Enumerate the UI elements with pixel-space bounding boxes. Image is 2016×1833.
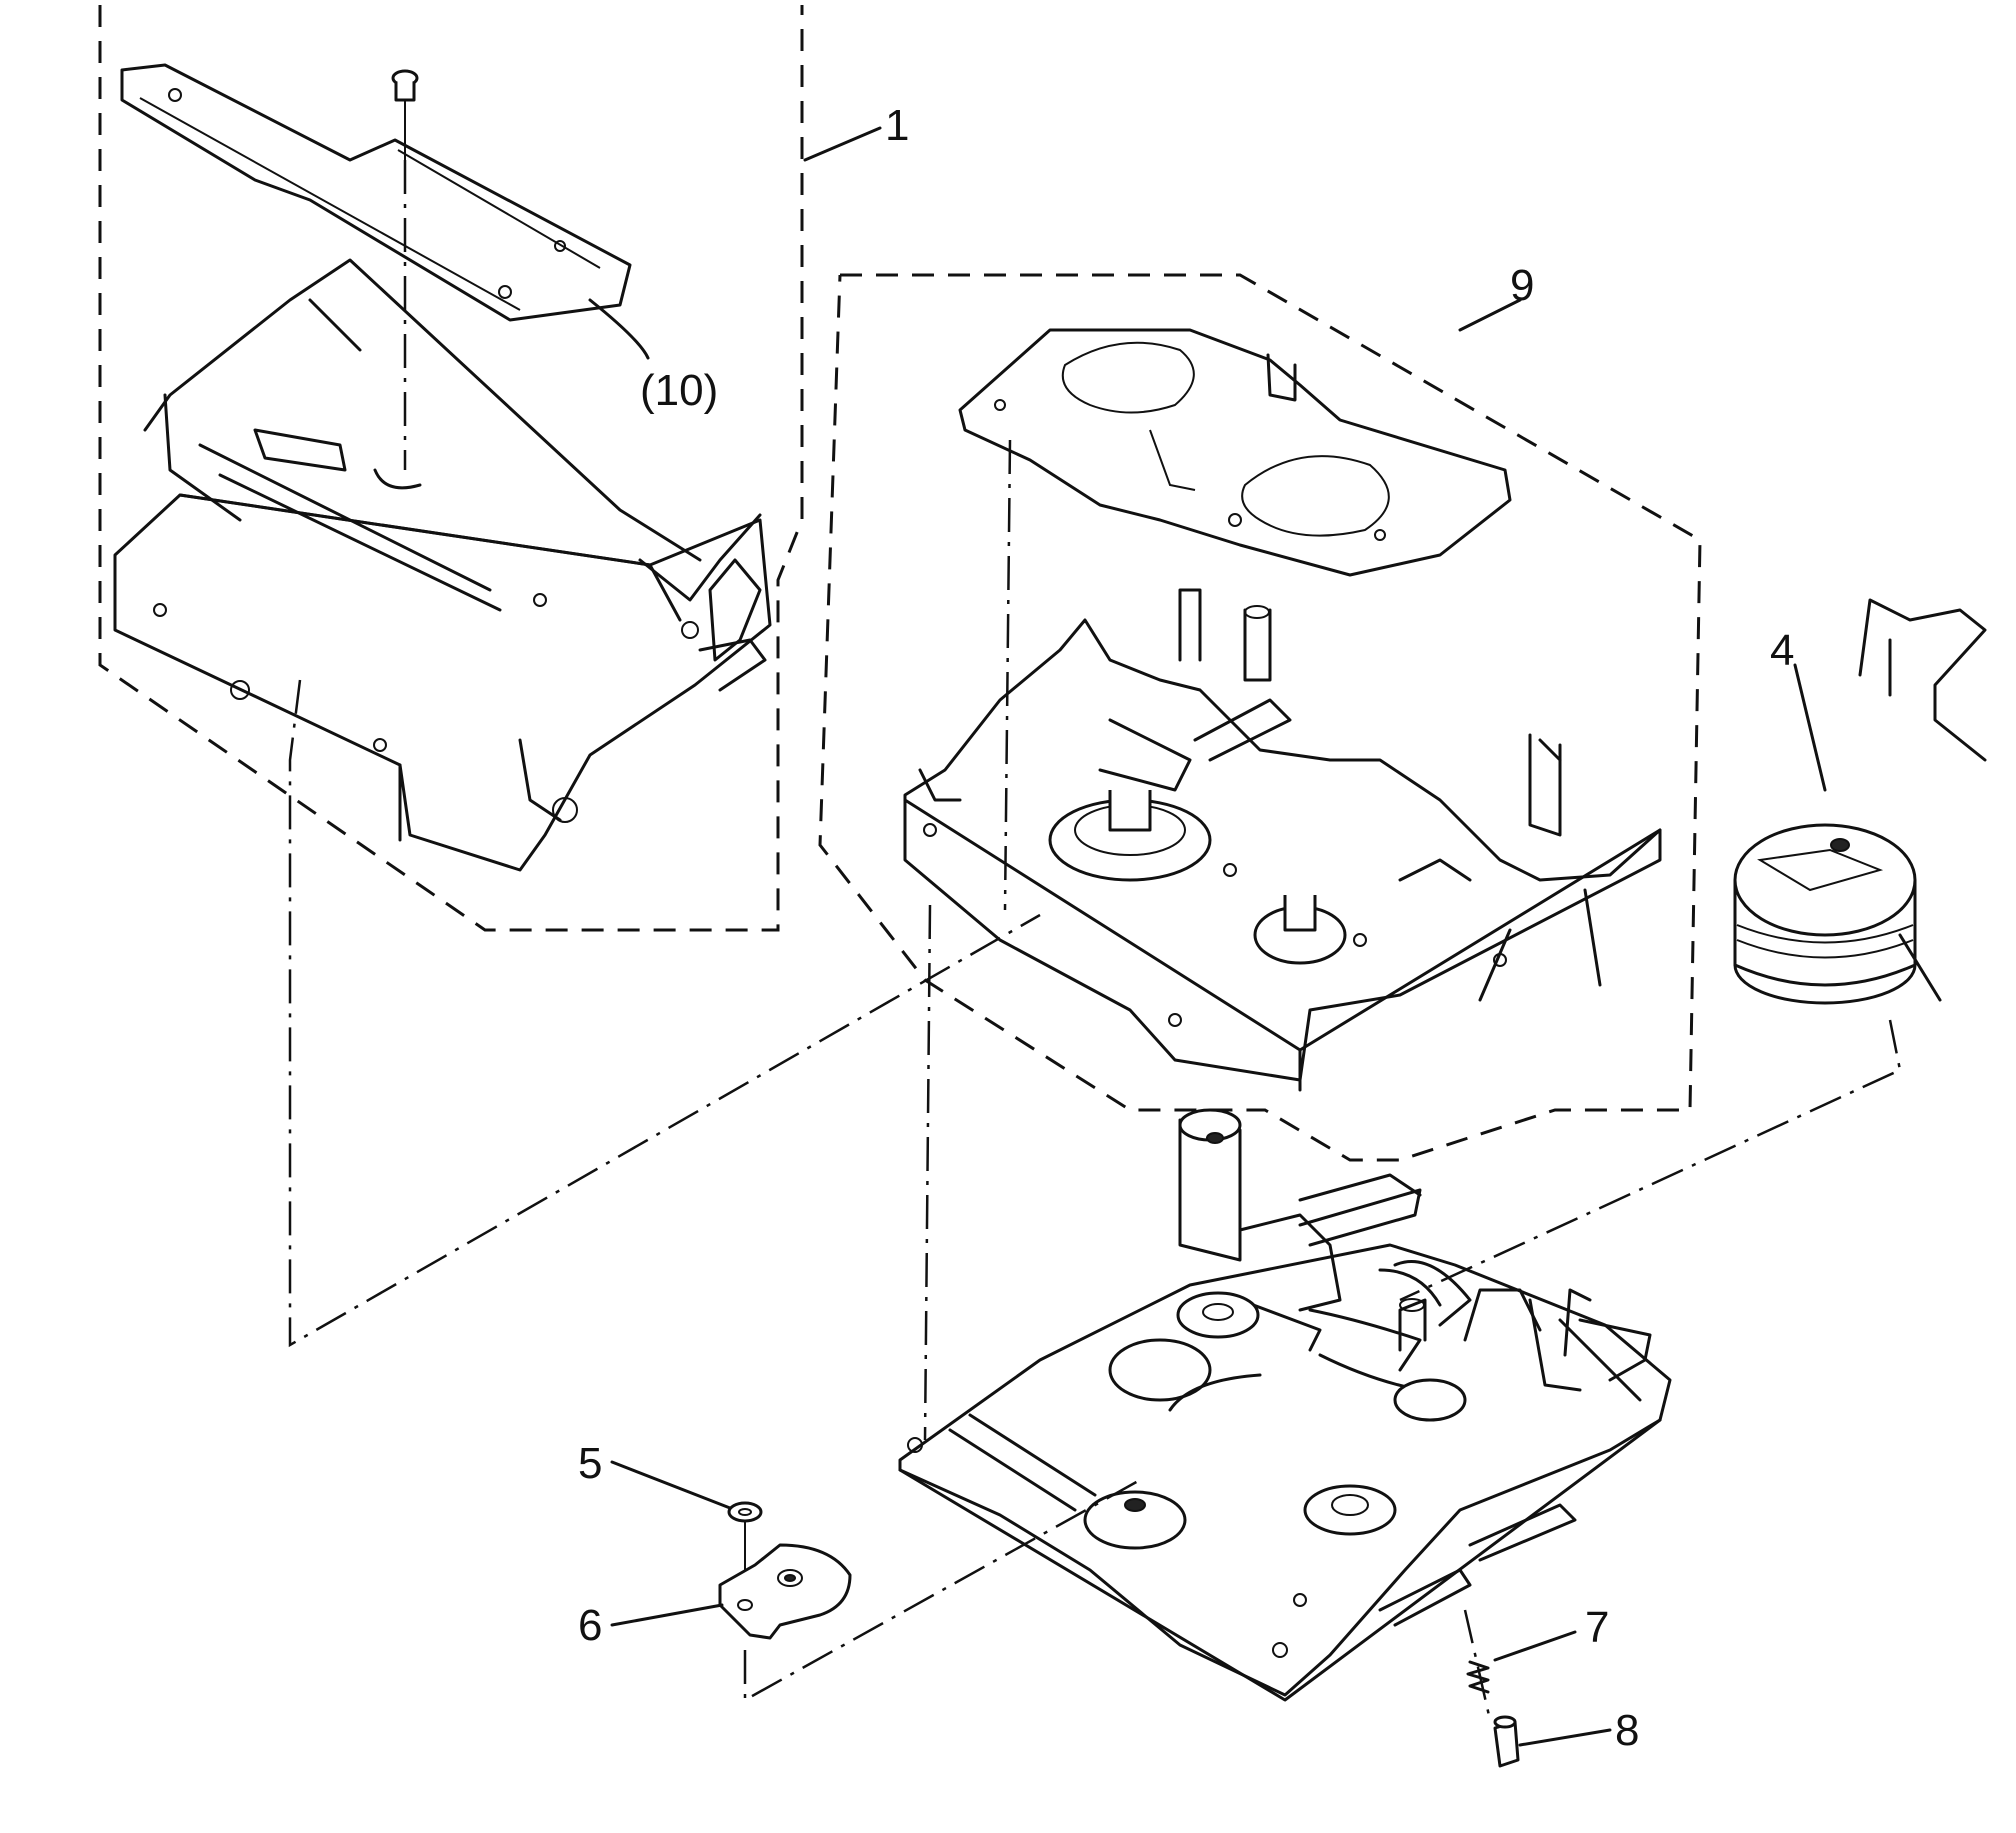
- cassette-holder-body: [113, 258, 772, 872]
- washer-part-5: [727, 1501, 763, 1590]
- drum-part-4: [1733, 598, 1987, 1005]
- leader-lines: [588, 126, 1827, 1747]
- assembly-1-boundary: [98, 5, 804, 932]
- assembly-9-boundary: [818, 273, 1702, 1162]
- screw-part-8: [1493, 1715, 1520, 1768]
- callout-1: 1: [885, 101, 909, 150]
- assembly-9-top-plate: [958, 328, 1512, 577]
- assembly-guide-lines: [288, 439, 1902, 1721]
- callout-7: 7: [1585, 1603, 1609, 1652]
- callout-6: 6: [578, 1601, 602, 1650]
- callout-8: 8: [1615, 1706, 1639, 1755]
- callout-5: 5: [578, 1439, 602, 1488]
- callout-labels: 1 (10) 9 4 5 6 7 8: [578, 101, 1794, 1755]
- main-chassis: [898, 1108, 1672, 1702]
- assembly-9-mechanism: [903, 588, 1662, 1092]
- cover-screw: [391, 69, 419, 470]
- cover-plate-part-10: [120, 63, 632, 322]
- callout-9: 9: [1510, 261, 1534, 310]
- callout-4: 4: [1770, 626, 1794, 675]
- callout-10: (10): [640, 366, 718, 415]
- gear-lever-part-6: [718, 1543, 852, 1640]
- spring-part-7: [1466, 1660, 1490, 1694]
